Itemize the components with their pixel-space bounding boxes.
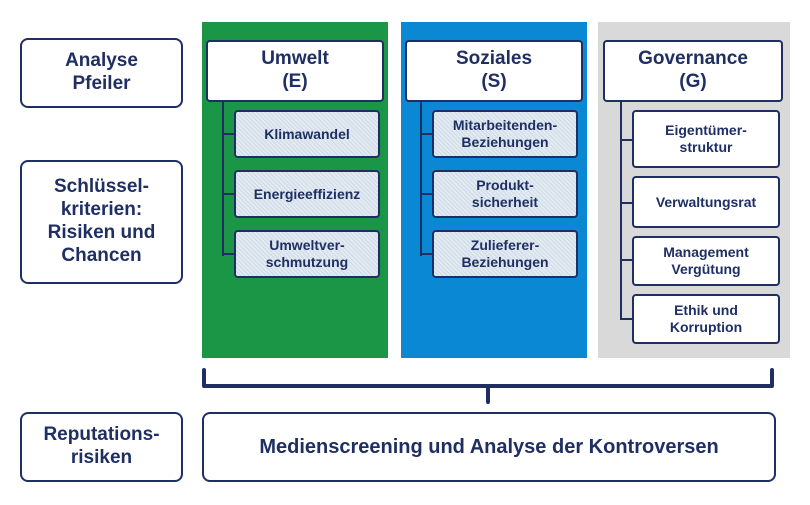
connector-branch [222, 253, 234, 255]
pillar-header-social: Soziales (S) [405, 40, 583, 102]
pillar-header-environment: Umwelt (E) [206, 40, 384, 102]
criterion-board: Verwaltungsrat [632, 176, 780, 228]
connector-branch [620, 318, 632, 320]
connector-branch [620, 139, 632, 141]
connector-branch [620, 202, 632, 204]
criterion-supplier-relations: Zulieferer- Beziehungen [432, 230, 578, 278]
row-label-reputation-risks: Reputations- risiken [20, 412, 183, 482]
row-label-analyse-pfeiler: Analyse Pfeiler [20, 38, 183, 108]
connector-line-governance [620, 102, 622, 320]
criterion-energy-efficiency: Energieeffizienz [234, 170, 380, 218]
criterion-employee-relations: Mitarbeitenden- Beziehungen [432, 110, 578, 158]
connector-branch [420, 193, 432, 195]
criterion-product-safety: Produkt- sicherheit [432, 170, 578, 218]
media-screening-box: Medienscreening und Analyse der Kontrove… [202, 412, 776, 482]
connector-branch [222, 133, 234, 135]
pillar-header-governance: Governance (G) [603, 40, 783, 102]
criterion-management-compensation: Management Vergütung [632, 236, 780, 286]
connector-branch [420, 253, 432, 255]
connector-line-environment [222, 102, 224, 256]
criterion-ownership-structure: Eigentümer- struktur [632, 110, 780, 168]
connector-line-social [420, 102, 422, 256]
criterion-ethics-corruption: Ethik und Korruption [632, 294, 780, 344]
criterion-pollution: Umweltver- schmutzung [234, 230, 380, 278]
connector-branch [620, 259, 632, 261]
row-label-key-criteria: Schlüssel- kriterien: Risiken und Chance… [20, 160, 183, 284]
connector-branch [222, 193, 234, 195]
criterion-climate-change: Klimawandel [234, 110, 380, 158]
connector-branch [420, 133, 432, 135]
